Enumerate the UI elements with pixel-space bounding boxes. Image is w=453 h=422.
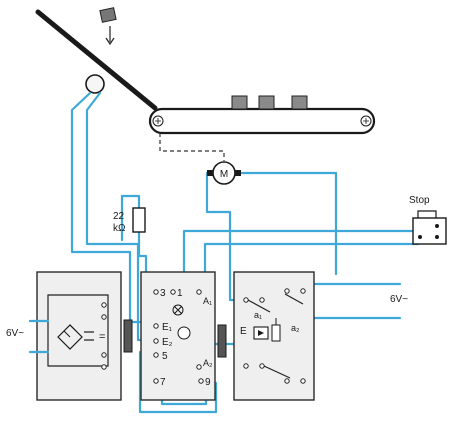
motor: M xyxy=(207,161,241,185)
term-1: 1 xyxy=(177,288,183,299)
term-5: 5 xyxy=(162,351,168,362)
ac-output-label: 6V~ xyxy=(390,294,408,305)
inclined-chute xyxy=(35,9,158,111)
module-connector xyxy=(217,324,227,358)
belt-drive-link xyxy=(159,133,225,161)
resistor-unit-label: kΩ xyxy=(113,223,126,234)
resistor-22k: 22 kΩ xyxy=(113,207,146,234)
term-E1: E₁ xyxy=(162,322,173,333)
logic-module: 3 1 A₁ E₁ E₂ 5 A₂ 7 9 xyxy=(140,271,216,401)
power-supply-module: = 6V~ xyxy=(6,271,122,401)
ac-input-label: 6V~ xyxy=(6,328,24,339)
relay-E-label: E xyxy=(240,326,247,337)
term-9: 9 xyxy=(205,377,211,388)
term-7: 7 xyxy=(160,377,166,388)
stop-switch: Stop xyxy=(409,195,447,245)
term-E2: E₂ xyxy=(162,337,173,348)
dc-symbol: = xyxy=(99,331,105,343)
relay-coil xyxy=(253,318,281,342)
light-barrier-roller xyxy=(85,74,105,94)
relay-a2-label: a₂ xyxy=(291,323,300,333)
rectifier-bridge xyxy=(57,324,83,350)
relay-a1-label: a₁ xyxy=(254,310,262,320)
indicator-lamp xyxy=(172,304,184,316)
module-connector xyxy=(123,319,133,353)
stop-label: Stop xyxy=(409,195,430,206)
conveyor-belt xyxy=(148,107,376,135)
motor-label: M xyxy=(220,169,228,180)
falling-package xyxy=(99,7,117,46)
packages-on-belt xyxy=(231,95,308,110)
relay-module: a₁ a₂ E xyxy=(233,271,315,401)
term-A1: A₁ xyxy=(203,296,212,306)
resistor-value-label: 22 xyxy=(113,211,125,222)
term-3: 3 xyxy=(160,288,166,299)
term-A2: A₂ xyxy=(203,358,213,368)
